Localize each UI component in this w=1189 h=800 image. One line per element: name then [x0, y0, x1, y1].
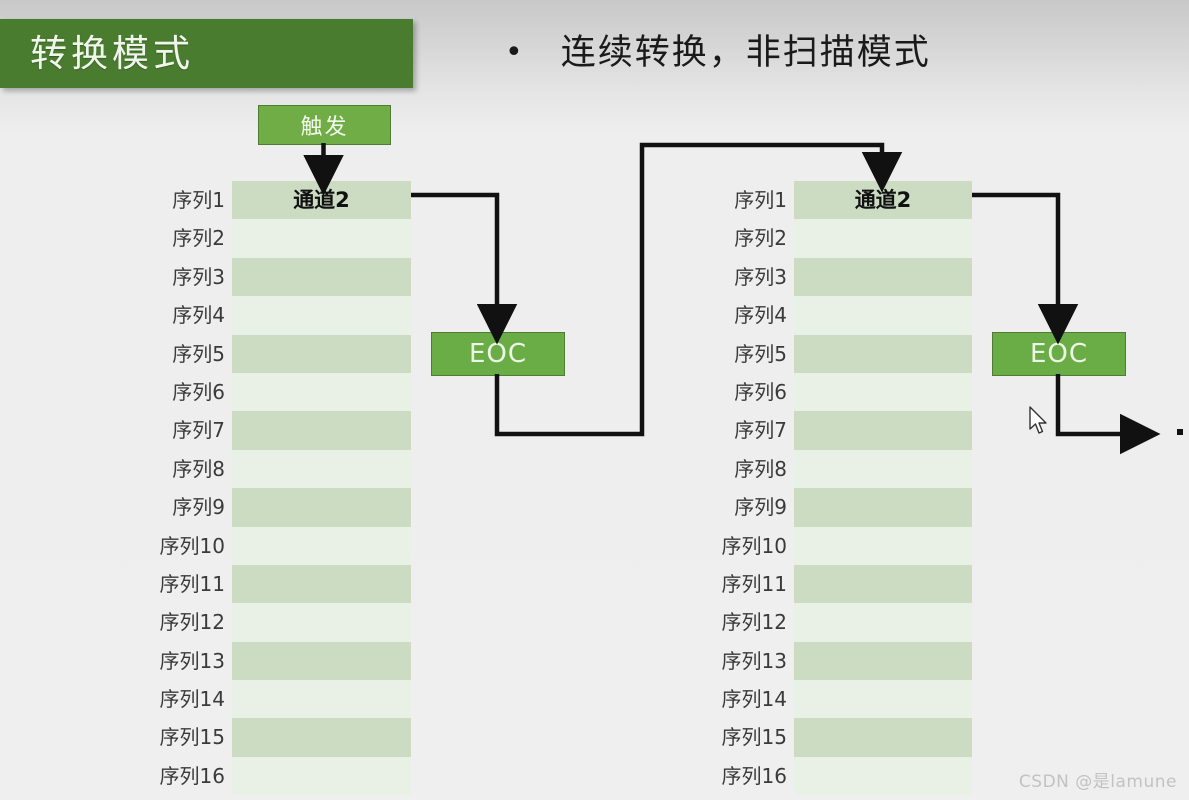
sequence-label-7: 序列7	[734, 418, 787, 443]
sequence-label-11: 序列11	[721, 571, 787, 596]
sequence-row[interactable]	[794, 334, 972, 373]
sequence-row[interactable]	[794, 564, 972, 604]
sequence-row[interactable]	[794, 372, 972, 412]
wire-left-eoc-feedback	[494, 142, 903, 437]
sequence-label-13: 序列13	[159, 648, 225, 673]
sequence-label-14: 序列14	[159, 687, 225, 712]
sequence-label-4: 序列4	[734, 303, 787, 328]
sequence-row[interactable]	[232, 334, 411, 373]
bullet-text: 连续转换，非扫描模式	[560, 33, 931, 73]
sequence-row[interactable]	[232, 372, 411, 412]
sequence-label-1: 序列1	[172, 188, 225, 212]
sequence-row[interactable]	[232, 296, 411, 335]
trigger-label: 触发	[300, 115, 349, 140]
sequence-row[interactable]	[232, 411, 411, 450]
sequence-row[interactable]	[794, 641, 972, 681]
wire-right-eoc-out	[1055, 374, 1161, 455]
mouse-cursor-icon	[1029, 406, 1047, 434]
sequence-label-10: 序列10	[721, 533, 787, 558]
sequence-label-2: 序列2	[734, 226, 787, 251]
sequence-table-left: 通道2	[232, 181, 411, 796]
sequence-row[interactable]	[232, 449, 411, 489]
sequence-label-column-right: 序列1 序列2 序列3 序列4 序列5 序列6 序列7 序列8 序列9 序列10 序列11 序列12 序…	[712, 181, 787, 795]
sequence-label-16: 序列16	[721, 763, 787, 788]
sequence-label-5: 序列5	[172, 341, 225, 366]
sequence-label-column-left: 序列1 序列2 序列3 序列4 序列5 序列6 序列7 序列8 序列9 序列10 序列11 序列12 序…	[150, 181, 225, 795]
sequence-row[interactable]	[794, 411, 972, 450]
sequence-label-4: 序列4	[172, 303, 225, 328]
sequence-row[interactable]	[794, 296, 972, 335]
sequence-label-1: 序列1	[734, 188, 787, 212]
slide-title-banner: 转换模式	[0, 19, 413, 88]
sequence-label-11: 序列11	[159, 571, 225, 596]
sequence-label-5: 序列5	[734, 341, 787, 366]
sequence-row[interactable]	[232, 526, 411, 565]
sequence-label-13: 序列13	[721, 648, 787, 673]
sequence-label-10: 序列10	[159, 533, 225, 558]
sequence-label-8: 序列8	[172, 456, 225, 481]
trailing-dot	[1177, 429, 1183, 435]
page-title: 转换模式	[30, 32, 194, 75]
wire-left-row-to-eoc	[411, 192, 518, 345]
sequence-row[interactable]	[794, 756, 972, 796]
wire-right-row-to-eoc	[972, 192, 1079, 345]
sequence-label-8: 序列8	[734, 456, 787, 481]
sequence-label-15: 序列15	[159, 725, 225, 750]
sequence-row[interactable]	[232, 756, 411, 796]
sequence-row[interactable]	[232, 488, 411, 527]
sequence-label-12: 序列12	[159, 610, 225, 635]
trigger-box[interactable]: 触发	[258, 105, 391, 145]
sequence-row[interactable]	[794, 219, 972, 258]
sequence-label-3: 序列3	[734, 264, 787, 289]
sequence-label-2: 序列2	[172, 226, 225, 251]
sequence-label-6: 序列6	[172, 379, 225, 404]
sequence-row[interactable]	[794, 603, 972, 642]
sequence-row[interactable]	[232, 641, 411, 681]
sequence-row[interactable]	[794, 449, 972, 489]
sequence-row[interactable]	[232, 564, 411, 604]
sequence-row[interactable]	[232, 718, 411, 757]
sequence-label-15: 序列15	[721, 725, 787, 750]
bullet-line: • 连续转换，非扫描模式	[505, 34, 931, 73]
sequence-label-16: 序列16	[159, 763, 225, 788]
bullet-marker-icon: •	[505, 35, 523, 71]
sequence-label-3: 序列3	[172, 264, 225, 289]
sequence-row[interactable]	[232, 680, 411, 719]
sequence-row[interactable]	[232, 257, 411, 297]
sequence-row[interactable]	[794, 680, 972, 719]
sequence-label-9: 序列9	[172, 495, 225, 520]
sequence-label-9: 序列9	[734, 495, 787, 520]
sequence-label-7: 序列7	[172, 418, 225, 443]
sequence-row[interactable]	[794, 526, 972, 565]
csdn-watermark: CSDN @是lamune	[1018, 772, 1177, 792]
sequence-label-14: 序列14	[721, 687, 787, 712]
sequence-row[interactable]	[232, 219, 411, 258]
sequence-row[interactable]	[794, 488, 972, 527]
sequence-row[interactable]	[794, 257, 972, 297]
sequence-row[interactable]	[232, 603, 411, 642]
sequence-row[interactable]	[794, 718, 972, 757]
sequence-table-right: 通道2	[794, 181, 972, 796]
sequence-label-6: 序列6	[734, 379, 787, 404]
sequence-label-12: 序列12	[721, 610, 787, 635]
